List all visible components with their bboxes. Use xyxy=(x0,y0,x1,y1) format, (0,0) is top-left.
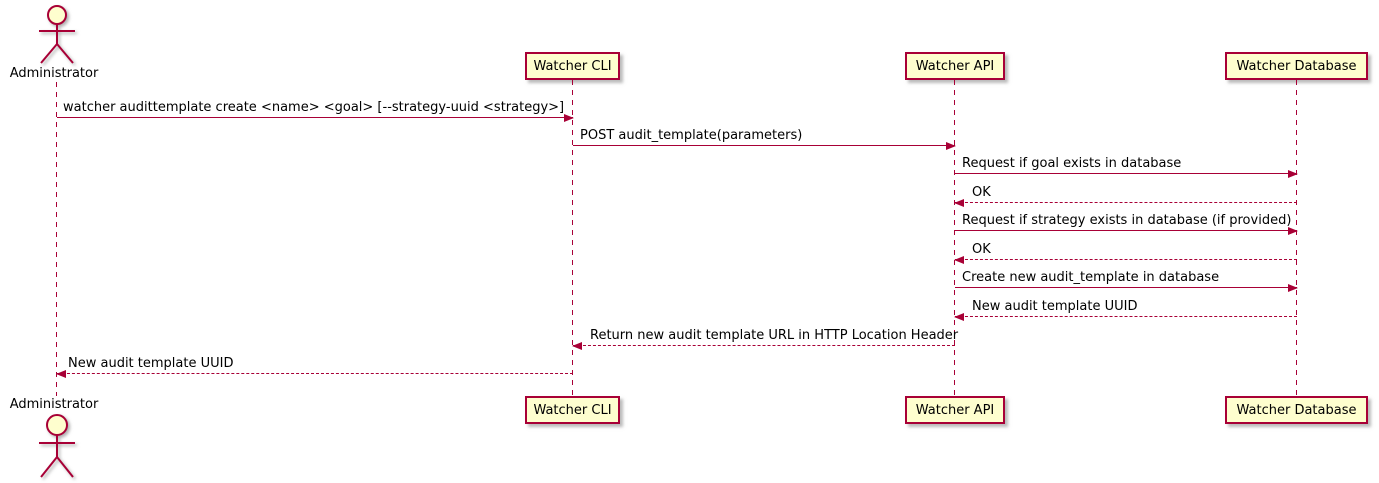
arrow-left-icon xyxy=(954,199,964,207)
message-9-label: Return new audit template URL in HTTP Lo… xyxy=(590,328,959,343)
message-2-line xyxy=(573,145,955,146)
arrow-left-icon xyxy=(572,342,582,350)
arrow-right-icon xyxy=(946,142,956,150)
arrow-right-icon xyxy=(1288,284,1298,292)
message-7: Create new audit_template in database xyxy=(955,268,1298,292)
participant-watcher-database-bottom: Watcher Database xyxy=(1225,396,1368,424)
lifeline-administrator xyxy=(56,82,57,396)
message-6: OK xyxy=(954,240,1297,264)
message-4-label: OK xyxy=(972,185,991,200)
message-4: OK xyxy=(954,183,1297,207)
message-2: POST audit_template(parameters) xyxy=(573,126,956,150)
message-8: New audit template UUID xyxy=(954,297,1297,321)
message-5: Request if strategy exists in database (… xyxy=(955,211,1298,235)
arrow-right-icon xyxy=(1288,227,1298,235)
arrow-left-icon xyxy=(954,313,964,321)
participant-watcher-cli-top: Watcher CLI xyxy=(525,52,620,80)
actor-icon xyxy=(39,414,75,478)
message-5-label: Request if strategy exists in database (… xyxy=(962,213,1292,228)
arrow-right-icon xyxy=(564,114,574,122)
lifeline-watcher-api xyxy=(954,80,955,396)
message-7-label: Create new audit_template in database xyxy=(962,270,1220,285)
arrow-left-icon xyxy=(954,256,964,264)
participant-watcher-api-bottom: Watcher API xyxy=(905,396,1005,424)
message-3-label: Request if goal exists in database xyxy=(962,156,1182,171)
arrow-left-icon xyxy=(56,370,66,378)
message-1-label: watcher audittemplate create <name> <goa… xyxy=(63,100,565,115)
message-4-line xyxy=(955,202,1297,203)
message-1-line xyxy=(57,117,573,118)
message-2-label: POST audit_template(parameters) xyxy=(580,128,803,143)
participant-watcher-api-top: Watcher API xyxy=(905,52,1005,80)
message-10-label: New audit template UUID xyxy=(68,356,234,371)
message-6-label: OK xyxy=(972,242,991,257)
lifeline-watcher-cli xyxy=(572,80,573,396)
participant-watcher-cli-bottom: Watcher CLI xyxy=(525,396,620,424)
message-9: Return new audit template URL in HTTP Lo… xyxy=(572,326,959,350)
message-6-line xyxy=(955,259,1297,260)
message-3-line xyxy=(955,173,1297,174)
message-9-line xyxy=(573,345,955,346)
message-8-line xyxy=(955,316,1297,317)
arrow-right-icon xyxy=(1288,170,1298,178)
message-7-line xyxy=(955,287,1297,288)
actor-label-bottom: Administrator xyxy=(9,397,99,412)
participant-watcher-database-top: Watcher Database xyxy=(1225,52,1368,80)
message-5-line xyxy=(955,230,1297,231)
message-1: watcher audittemplate create <name> <goa… xyxy=(57,98,574,122)
message-8-label: New audit template UUID xyxy=(972,299,1138,314)
message-10-line xyxy=(57,373,573,374)
message-10: New audit template UUID xyxy=(56,354,573,378)
message-3: Request if goal exists in database xyxy=(955,154,1298,178)
lifeline-watcher-database xyxy=(1296,80,1297,396)
actor-label-top: Administrator xyxy=(9,66,99,81)
actor-icon xyxy=(39,5,75,64)
